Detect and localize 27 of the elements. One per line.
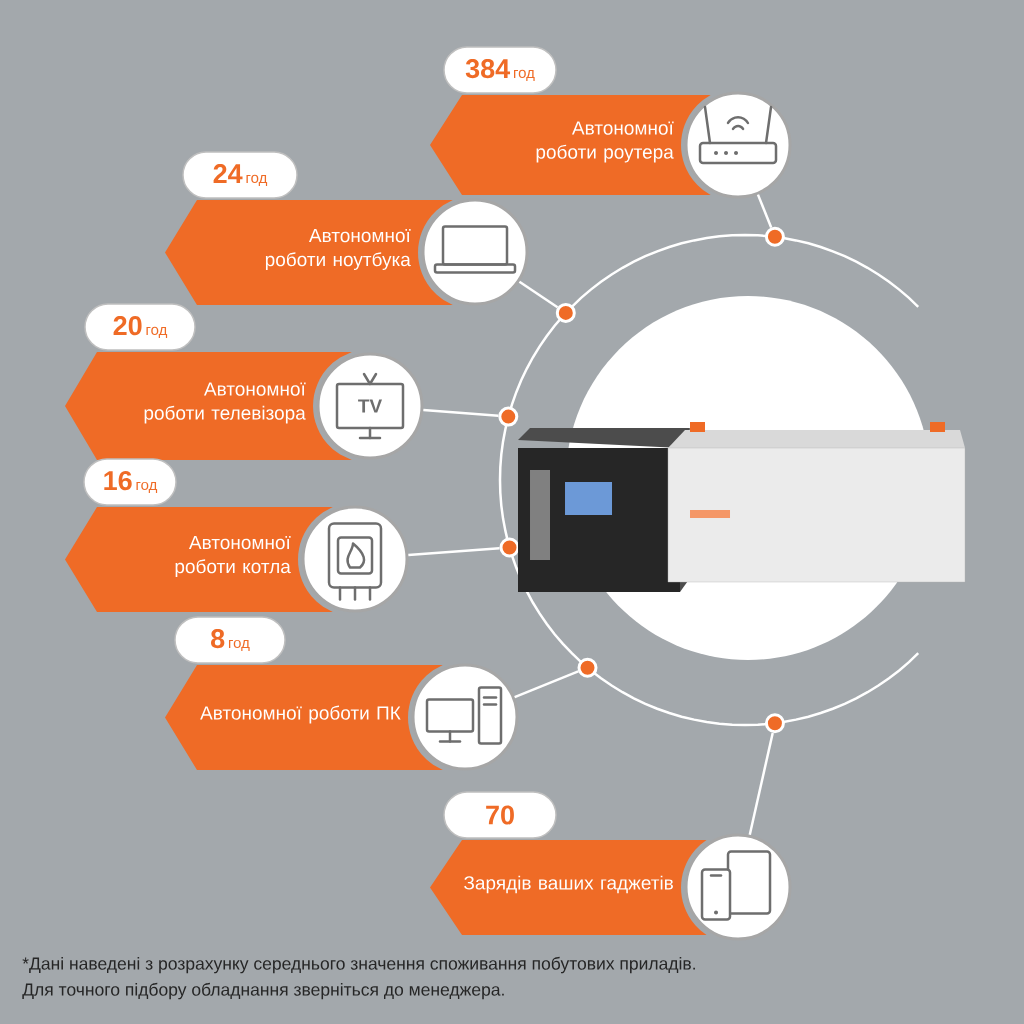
connector-dot — [764, 713, 785, 734]
connector-line — [518, 280, 559, 309]
connector-dot — [764, 226, 785, 247]
banner: Автономної роботи котла — [65, 507, 333, 612]
icon-badge — [684, 833, 792, 941]
connector-line — [423, 408, 499, 418]
connector-line — [408, 547, 500, 557]
icon-badge — [301, 505, 409, 613]
banner: Автономної роботи ПК — [165, 665, 443, 770]
banner: Зарядів ваших гаджетів — [430, 840, 707, 935]
icon-badge — [684, 91, 792, 199]
banner: Автономної роботи роутера — [430, 95, 711, 195]
connector-line — [748, 732, 774, 836]
connector-dot — [577, 657, 598, 678]
icon-badge: TV — [316, 352, 424, 460]
connector-dot — [555, 302, 576, 323]
connector-line — [756, 194, 773, 228]
connector-line — [514, 670, 579, 699]
footnote: Для точного підбору обладнання зверніться до менеджера. — [22, 982, 504, 1000]
banner: Автономної роботи телевізора — [65, 352, 352, 460]
banner: Автономної роботи ноутбука — [165, 200, 453, 305]
connector-dot — [498, 406, 519, 427]
icon-badge — [421, 198, 529, 306]
icon-badge — [411, 663, 519, 771]
value-pill: 70 — [443, 791, 557, 839]
product-picture — [518, 296, 966, 660]
footnote: *Дані наведені з розрахунку середнього значення споживання побутових приладів. — [22, 956, 695, 974]
